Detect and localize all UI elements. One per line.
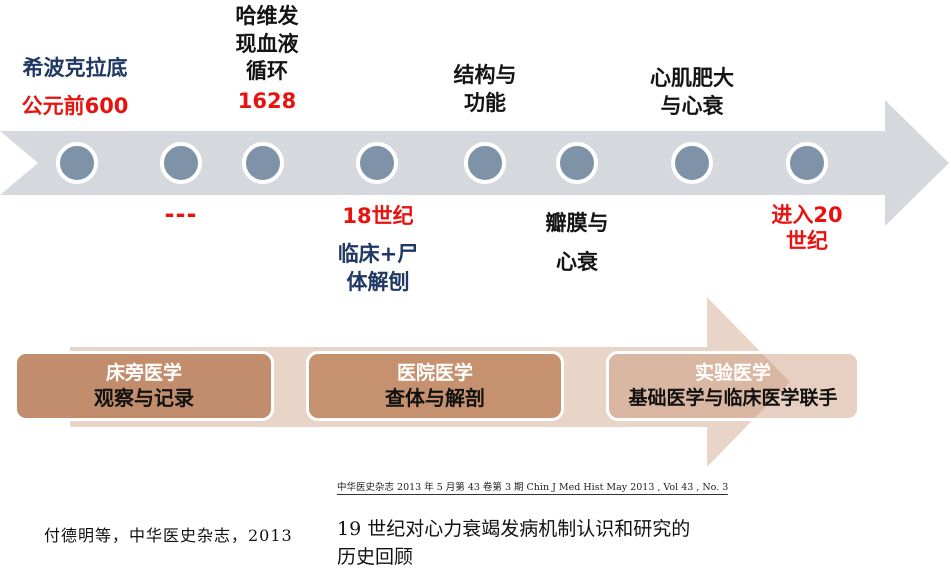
timeline-event-structure-function: 结构与 功能	[405, 61, 565, 118]
timeline-dot	[464, 142, 506, 184]
event-date: 18世纪	[342, 204, 414, 228]
event-title: 临床+尸 体解刨	[337, 242, 419, 294]
era-title: 床旁医学	[105, 361, 182, 384]
era-box-experimental-medicine: 实验医学 基础医学与临床医学联手	[606, 351, 860, 421]
timeline-event-18th-century: 18世纪 临床+尸 体解刨	[298, 203, 458, 296]
timeline-arrowhead-icon	[885, 100, 949, 226]
timeline-dot	[242, 142, 284, 184]
event-date: 进入20 世纪	[771, 203, 843, 254]
timeline-dot	[786, 142, 828, 184]
timeline-dot	[671, 142, 713, 184]
citation-text: 付德明等，中华医史杂志，2013	[44, 526, 293, 545]
event-title: 结构与 功能	[453, 63, 517, 116]
timeline-dot	[56, 142, 98, 184]
article-title: 19 世纪对心力衰竭发病机制认识和研究的 历史回顾	[337, 518, 691, 568]
event-date: 1628	[237, 89, 297, 114]
timeline-event-20th-century: 进入20 世纪	[727, 202, 887, 255]
era-box-bedside-medicine: 床旁医学 观察与记录	[14, 351, 274, 421]
timeline-bar	[0, 131, 885, 195]
era-subtitle: 查体与解剖	[385, 386, 485, 411]
timeline-dot	[356, 142, 398, 184]
timeline-event-harvey-circulation: 哈维发 现血液 循环 1628	[187, 3, 347, 116]
era-arrowhead-icon	[707, 297, 790, 467]
event-title: 哈维发 现血液 循环	[235, 4, 299, 84]
event-title: 希波克拉底	[22, 56, 128, 80]
era-title: 医院医学	[396, 361, 473, 384]
timeline-start-notch	[0, 131, 38, 195]
era-subtitle: 观察与记录	[94, 386, 194, 411]
era-title: 实验医学	[694, 362, 771, 385]
timeline-dot	[160, 142, 202, 184]
timeline-event-dashes: ---	[101, 198, 261, 230]
event-title: 瓣膜与 心衰	[545, 211, 609, 274]
event-date: 公元前600	[21, 94, 129, 119]
journal-header: 中华医史杂志 2013 年 5 月第 43 卷第 3 期 Chin J Med …	[337, 479, 729, 495]
timeline-event-hypertrophy-hf: 心肌肥大 与心衰	[612, 64, 772, 121]
event-date: ---	[164, 200, 198, 228]
timeline-event-hippocrates: 希波克拉底 公元前600	[0, 54, 155, 121]
event-title: 心肌肥大 与心衰	[650, 66, 734, 119]
timeline-dot	[556, 142, 598, 184]
timeline-event-valve-hf: 瓣膜与 心衰	[497, 204, 657, 282]
era-subtitle: 基础医学与临床医学联手	[628, 387, 838, 409]
era-box-hospital-medicine: 医院医学 查体与解剖	[306, 351, 564, 421]
